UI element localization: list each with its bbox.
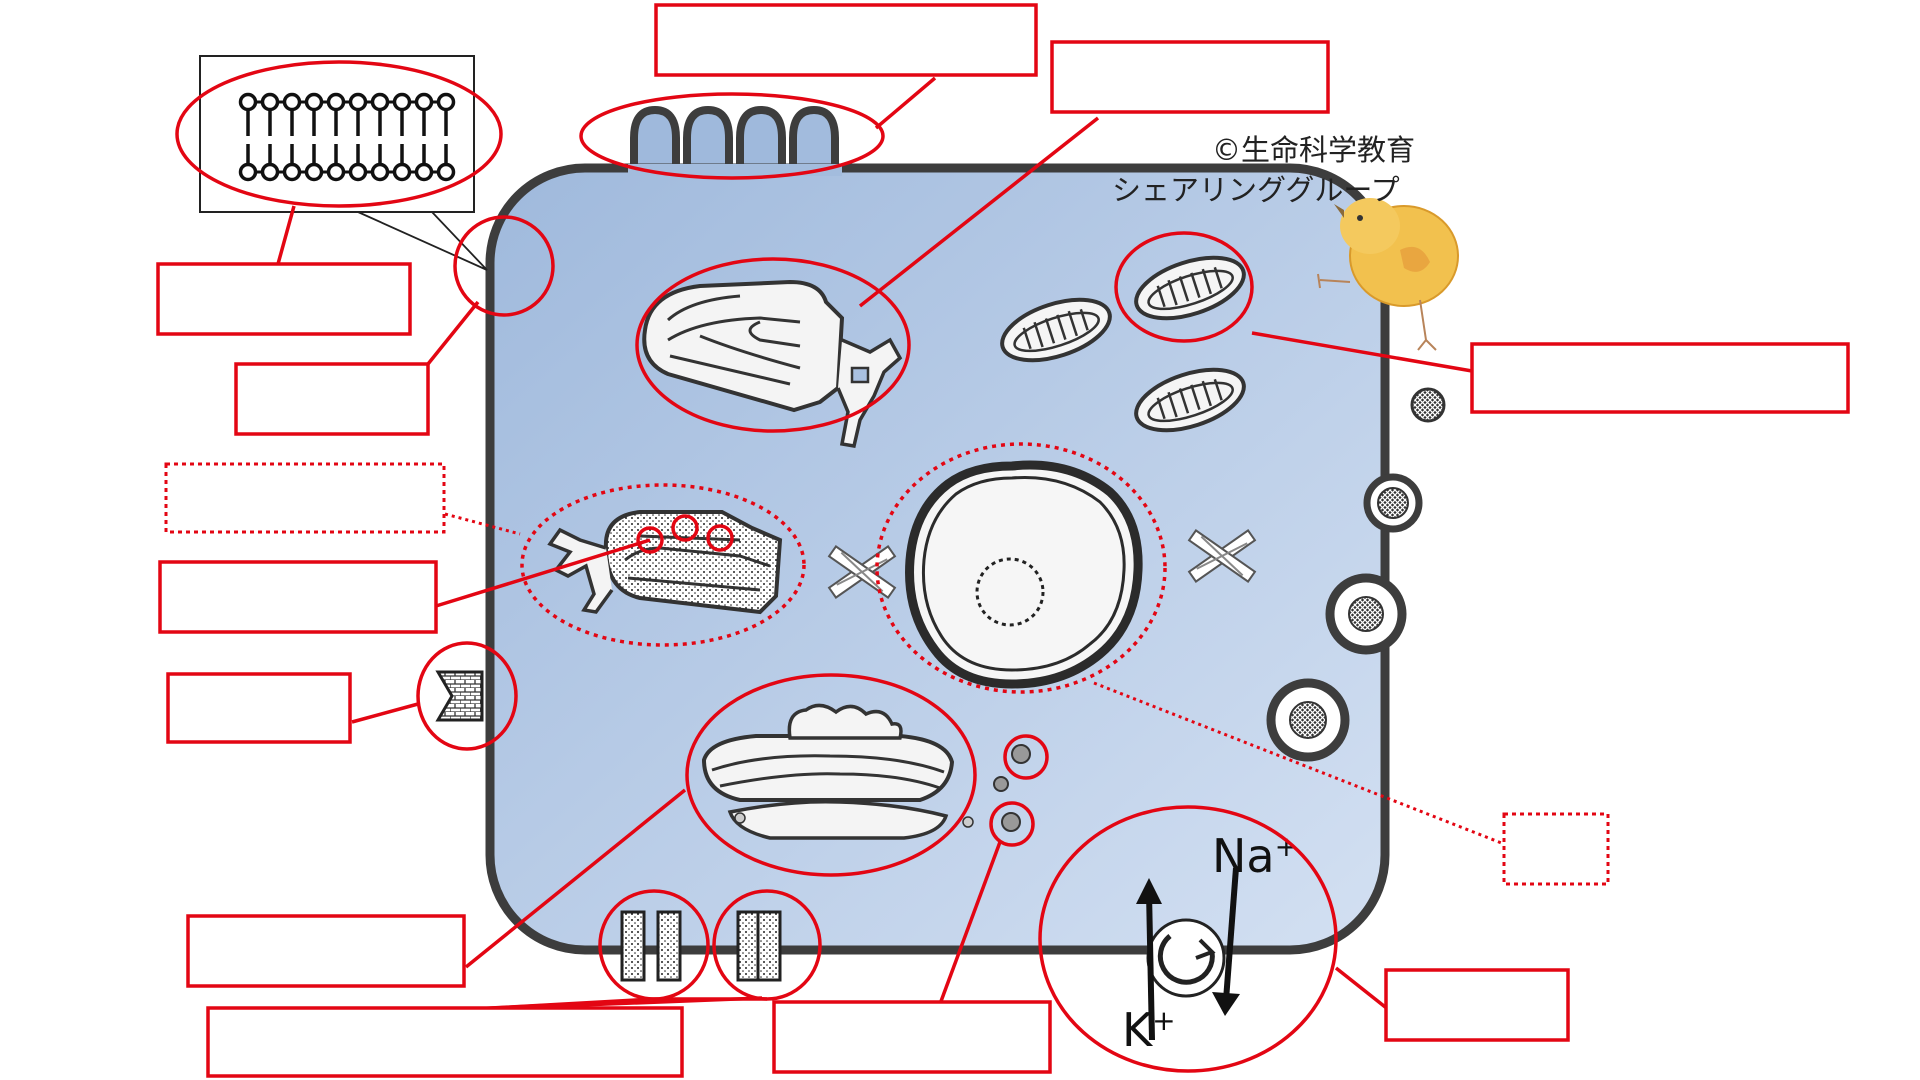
- phospholipid-head: [348, 92, 368, 112]
- phospholipid-head: [260, 92, 280, 112]
- rough-er-left: [547, 510, 783, 615]
- highlight-membrane-edge[interactable]: [453, 215, 555, 317]
- highlight-nucleus[interactable]: [875, 442, 1167, 694]
- phospholipid-head: [282, 162, 302, 182]
- phospholipid-head: [326, 162, 346, 182]
- highlight-smooth-er[interactable]: [635, 257, 911, 433]
- answer-box-cell-membrane[interactable]: [234, 362, 430, 436]
- mitochondria: [1000, 255, 1246, 433]
- microvilli: [630, 105, 839, 176]
- phospholipid-head: [238, 92, 258, 112]
- endocytosis-vesicles: [1266, 387, 1446, 762]
- phospholipid-head: [304, 162, 324, 182]
- na-k-pump: Na+ K+: [1122, 829, 1298, 1057]
- answer-box-microvilli[interactable]: [654, 3, 1038, 77]
- phospholipid-head: [260, 162, 280, 182]
- answer-box-smooth-er[interactable]: [1050, 40, 1330, 114]
- phospholipid-head: [348, 162, 368, 182]
- highlight-ribosome-1[interactable]: [636, 526, 664, 554]
- phospholipid-head: [436, 92, 456, 112]
- potassium-ion-label: K+: [1122, 1003, 1176, 1057]
- channels: [620, 910, 782, 982]
- answer-box-vesicles[interactable]: [772, 1000, 1052, 1074]
- answer-box-receptor[interactable]: [166, 672, 352, 744]
- highlight-vesicle-1[interactable]: [1003, 734, 1049, 780]
- highlight-ellipses: [175, 60, 1338, 1073]
- phospholipid-head: [370, 92, 390, 112]
- phospholipid-head: [326, 92, 346, 112]
- phospholipid-head: [414, 162, 434, 182]
- chick-mascot: [1317, 198, 1459, 351]
- sodium-ion-label: Na+: [1212, 829, 1298, 883]
- answer-boxes: [156, 3, 1850, 1078]
- phospholipid-head: [436, 162, 456, 182]
- phospholipid-head: [238, 162, 258, 182]
- nucleus: [905, 460, 1143, 689]
- nucleolus: [975, 557, 1045, 627]
- answer-box-nucleus[interactable]: [1502, 812, 1610, 886]
- highlight-na-k-pump[interactable]: [1038, 805, 1338, 1073]
- dotted-leader-lines: [444, 512, 1505, 846]
- highlight-lipid-bilayer[interactable]: [175, 60, 503, 208]
- highlight-receptor[interactable]: [416, 641, 518, 751]
- receptor: [435, 670, 484, 722]
- phospholipid-head: [414, 92, 434, 112]
- phospholipid-head: [282, 92, 302, 112]
- golgi-apparatus: [701, 703, 974, 840]
- lipid-bilayer-inset: [199, 55, 488, 271]
- highlight-rough-er[interactable]: [520, 483, 806, 647]
- answer-box-ribosome[interactable]: [164, 462, 446, 534]
- highlight-ribosome-2[interactable]: [671, 514, 699, 542]
- copyright-line-2: シェアリンググループ: [1112, 173, 1400, 207]
- answer-box-rough-er[interactable]: [158, 560, 438, 634]
- phospholipid-head: [304, 92, 324, 112]
- highlight-ribosome-3[interactable]: [706, 524, 734, 552]
- answer-box-na-k-pump[interactable]: [1384, 968, 1570, 1042]
- phospholipid-head: [392, 162, 412, 182]
- highlight-vesicle-2[interactable]: [989, 801, 1035, 847]
- highlight-golgi[interactable]: [685, 673, 977, 877]
- highlight-mitochondrion[interactable]: [1114, 231, 1254, 343]
- answer-box-lipid-bilayer[interactable]: [156, 262, 412, 336]
- copyright-line-1: ©生命科学教育: [1212, 133, 1415, 167]
- centrioles: [827, 529, 1257, 599]
- copyright-notice: ©生命科学教育 シェアリンググループ: [1112, 133, 1415, 207]
- highlight-microvilli[interactable]: [579, 92, 885, 180]
- rough-er-upper: [642, 279, 903, 448]
- phospholipid-head: [392, 92, 412, 112]
- vesicles: [993, 744, 1031, 832]
- answer-box-mitochondria[interactable]: [1470, 342, 1850, 414]
- answer-box-channels[interactable]: [206, 1006, 684, 1078]
- phospholipid-head: [370, 162, 390, 182]
- answer-box-golgi[interactable]: [186, 914, 466, 988]
